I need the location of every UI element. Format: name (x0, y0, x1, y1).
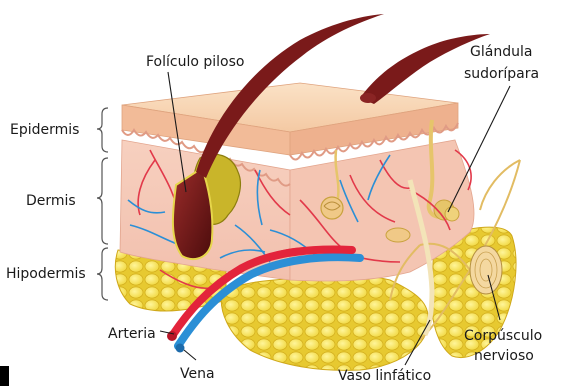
hair-root-2 (360, 93, 376, 103)
label-glandula-2: sudorípara (464, 66, 539, 82)
sweat-gland-coil-right (386, 228, 410, 242)
corner-mark (0, 366, 9, 386)
label-vaso-linfatico: Vaso linfático (338, 368, 431, 384)
brace-hipodermis (97, 248, 108, 300)
leader-vena (184, 350, 196, 360)
label-foliculo-piloso: Folículo piloso (146, 54, 244, 70)
brace-epidermis (97, 108, 108, 152)
label-vena: Vena (180, 366, 215, 382)
label-glandula-1: Glándula (470, 44, 532, 60)
label-corpusculo-2: nervioso (474, 348, 534, 364)
label-dermis: Dermis (26, 193, 76, 209)
label-epidermis: Epidermis (10, 122, 79, 138)
vein-cross-section (176, 344, 185, 353)
label-arteria: Arteria (108, 326, 156, 342)
pacinian-corpuscle (470, 246, 502, 294)
label-hipodermis: Hipodermis (6, 266, 86, 282)
brace-dermis (97, 158, 108, 244)
label-corpusculo-1: Corpúsculo (464, 328, 542, 344)
